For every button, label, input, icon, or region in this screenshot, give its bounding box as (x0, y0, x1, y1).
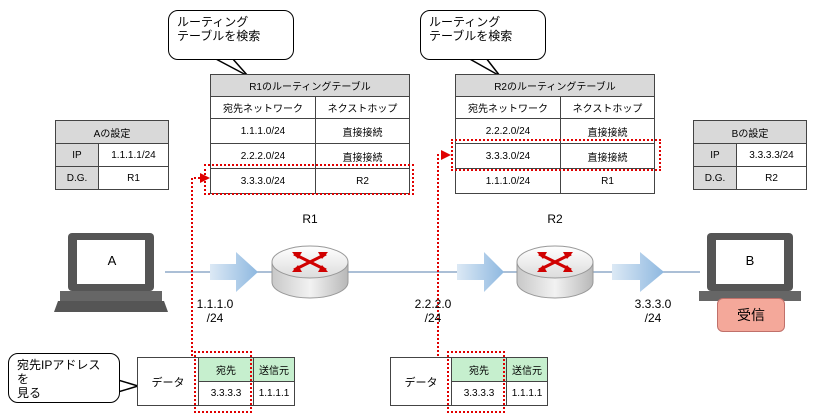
r2-col-net: 宛先ネットワーク (455, 96, 561, 119)
bubble-tail-look (117, 378, 141, 394)
packet-1-highlight (194, 351, 252, 413)
packet-2-src: 1.1.1.1 (506, 381, 548, 406)
r2-routing-table: R2のルーティングテーブル 宛先ネットワークネクストホップ 2.2.2.0/24… (455, 74, 655, 194)
speech-bubble-r1: ルーティング テーブルを検索 (168, 10, 294, 60)
r1-highlight-box (204, 164, 414, 195)
a-dg-value: R1 (98, 166, 169, 190)
r1-col-net: 宛先ネットワーク (210, 96, 316, 119)
flow-arrow-1 (210, 252, 258, 292)
host-a-label: A (107, 253, 117, 268)
b-ip-value: 3.3.3.3/24 (736, 143, 807, 167)
pc-b-icon (699, 233, 801, 301)
router-r2-label: R2 (547, 212, 563, 226)
network-label-1: 1.1.1.0 /24 (196, 297, 234, 325)
network-label-3: 3.3.3.0 /24 (634, 297, 672, 325)
b-settings-title: Bの設定 (693, 120, 807, 144)
packet-2-src-label: 送信元 (506, 357, 548, 382)
packet-2-dst-label: 宛先 (451, 357, 507, 382)
speech-bubble-r2: ルーティング テーブルを検索 (420, 10, 546, 60)
packet-1-src: 1.1.1.1 (253, 381, 295, 406)
r2-col-hop: ネクストホップ (560, 96, 655, 119)
r1-table-title: R1のルーティングテーブル (210, 74, 410, 97)
highlight-connector-r1 (191, 177, 203, 356)
r1-row-net: 3.3.3.0/24 (210, 168, 316, 194)
flow-arrow-3 (612, 252, 664, 292)
a-ip-label: IP (55, 143, 99, 167)
a-ip-value: 1.1.1.1/24 (98, 143, 169, 167)
r2-highlight-box (451, 139, 661, 171)
a-dg-label: D.G. (55, 166, 99, 190)
pc-a-icon (54, 233, 168, 312)
r1-row-net: 1.1.1.0/24 (210, 118, 316, 144)
r1-col-hop: ネクストホップ (315, 96, 410, 119)
packet-2-data: データ (390, 357, 452, 406)
r1-row-hop: R2 (315, 168, 410, 194)
receive-badge: 受信 (717, 298, 785, 332)
b-ip-label: IP (693, 143, 737, 167)
b-dg-label: D.G. (693, 166, 737, 190)
r2-row-net: 3.3.3.0/24 (455, 143, 561, 169)
r2-row-hop: 直接接続 (560, 143, 655, 169)
router-r2-icon (516, 245, 594, 299)
packet-1-data: データ (137, 357, 199, 406)
packet-2: データ 宛先 送信元 3.3.3.3 1.1.1.1 (390, 357, 548, 406)
highlight-connector-r2 (437, 154, 445, 356)
b-dg-value: R2 (736, 166, 807, 190)
network-label-2: 2.2.2.0 /24 (414, 297, 452, 325)
r1-row-hop: 直接接続 (315, 118, 410, 144)
host-b-label: B (745, 253, 755, 268)
router-r1-label: R1 (302, 212, 318, 226)
r2-table-title: R2のルーティングテーブル (455, 74, 655, 97)
packet-1-src-label: 送信元 (253, 357, 295, 382)
a-settings-title: Aの設定 (55, 120, 169, 144)
router-r1-icon (271, 245, 349, 299)
packet-1: データ 宛先 送信元 3.3.3.3 1.1.1.1 (137, 357, 295, 406)
red-arrowhead-r2 (441, 150, 451, 160)
speech-bubble-look-dest: 宛先IPアドレスを 見る (8, 353, 120, 403)
flow-arrow-2 (457, 252, 504, 292)
packet-2-highlight (447, 351, 505, 413)
r2-row-net: 1.1.1.0/24 (455, 168, 561, 194)
r2-row-hop: R1 (560, 168, 655, 194)
